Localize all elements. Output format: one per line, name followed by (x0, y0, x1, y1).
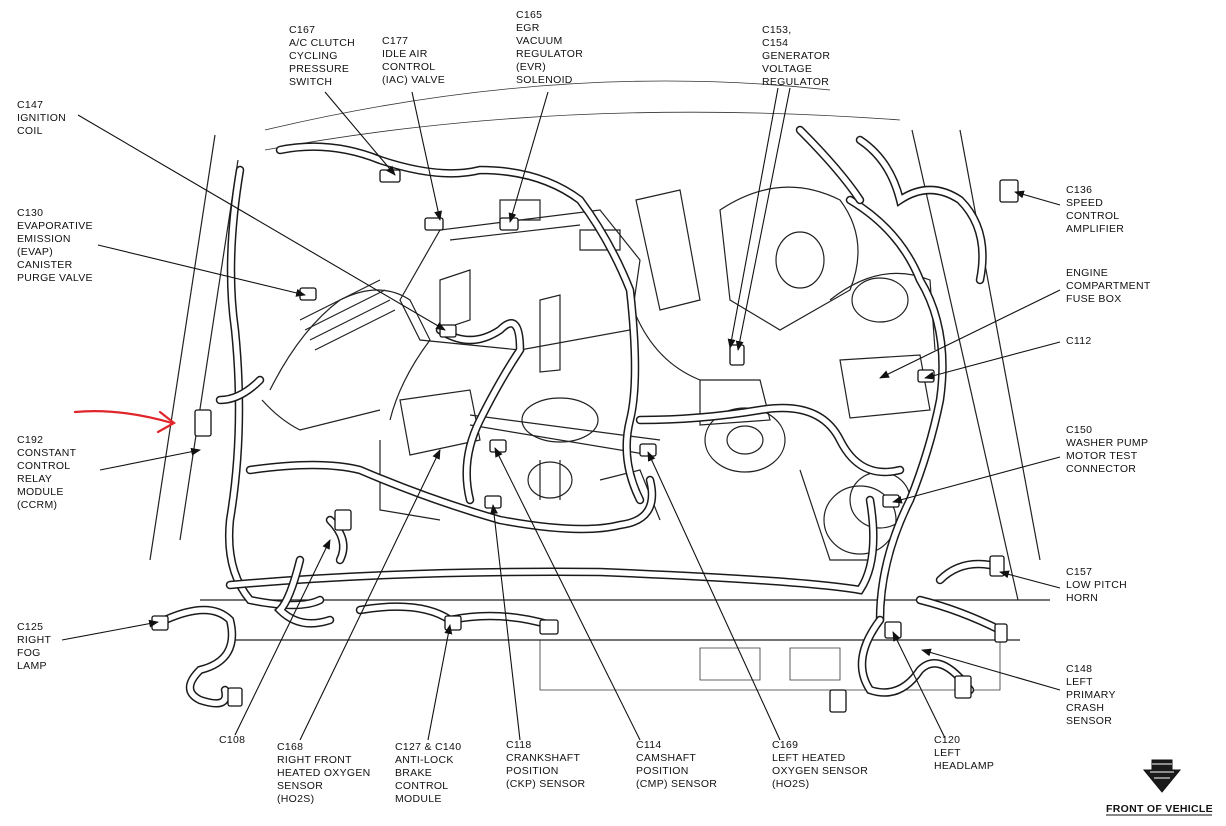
label-c157: C157 LOW PITCH HORN (1066, 566, 1130, 604)
label-c147: C147 IGNITION COIL (17, 99, 69, 137)
red-annotation-arrow (73, 410, 176, 434)
label-c167: C167 A/C CLUTCH CYCLING PRESSURE SWITCH (289, 24, 358, 88)
label-fuse-box: ENGINE COMPARTMENT FUSE BOX (1066, 267, 1154, 305)
wiring-harness (160, 125, 1005, 708)
label-c130: C130 EVAPORATIVE EMISSION (EVAP) CANISTE… (17, 207, 96, 284)
label-c108: C108 (219, 734, 245, 746)
label-c114: C114 CAMSHAFT POSITION (CMP) SENSOR (636, 739, 717, 790)
connector-labels: C167 A/C CLUTCH CYCLING PRESSURE SWITCH … (17, 9, 1154, 805)
label-c153-c154: C153, C154 GENERATOR VOLTAGE REGULATOR (762, 24, 833, 88)
label-c169: C169 LEFT HEATED OXYGEN SENSOR (HO2S) (772, 739, 871, 790)
connector-bodies (151, 169, 1019, 713)
label-c192: C192 CONSTANT CONTROL RELAY MODULE (CCRM… (17, 434, 79, 511)
label-c127-c140: C127 & C140 ANTI-LOCK BRAKE CONTROL MODU… (395, 741, 465, 805)
label-c177: C177 IDLE AIR CONTROL (IAC) VALVE (382, 35, 445, 86)
label-c168: C168 RIGHT FRONT HEATED OXYGEN SENSOR (H… (277, 741, 374, 805)
label-c112: C112 (1066, 335, 1092, 347)
label-c136: C136 SPEED CONTROL AMPLIFIER (1066, 184, 1124, 235)
leader-lines (61, 87, 1061, 741)
label-c125: C125 RIGHT FOG LAMP (17, 621, 54, 672)
front-of-vehicle-label: FRONT OF VEHICLE (1106, 803, 1213, 815)
label-c148: C148 LEFT PRIMARY CRASH SENSOR (1066, 663, 1119, 727)
front-of-vehicle-indicator: FRONT OF VEHICLE (1106, 759, 1213, 816)
label-c120: C120 LEFT HEADLAMP (934, 734, 994, 772)
label-c150: C150 WASHER PUMP MOTOR TEST CONNECTOR (1066, 424, 1151, 475)
label-c118: C118 CRANKSHAFT POSITION (CKP) SENSOR (506, 739, 586, 790)
label-c165: C165 EGR VACUUM REGULATOR (EVR) SOLENOID (516, 9, 586, 86)
front-arrow-icon (1142, 759, 1182, 793)
engine-illustration (149, 80, 1050, 691)
